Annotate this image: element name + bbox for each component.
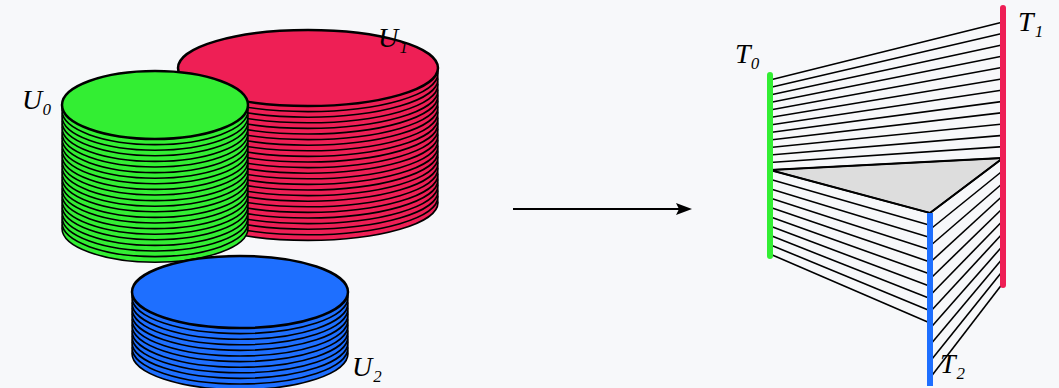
disc (62, 71, 248, 139)
edge-line (770, 179, 930, 225)
label: U₁ (378, 24, 408, 52)
edge-line (770, 79, 1003, 118)
t2-line (927, 213, 933, 386)
edge-line (770, 124, 1003, 148)
edge-line (770, 90, 1003, 125)
label: U₂ (352, 353, 382, 381)
edge-line (930, 258, 1003, 345)
edge-line (770, 198, 930, 250)
edge-line (930, 196, 1003, 263)
edge-line (930, 271, 1003, 362)
triangle (770, 158, 1003, 213)
edge-line (770, 245, 930, 311)
edge-line (770, 158, 1003, 170)
edge-line (930, 171, 1003, 230)
blue-stack (132, 256, 348, 388)
edge-line (770, 135, 1003, 155)
nerve-complex (770, 8, 1003, 386)
t1-line (1000, 8, 1006, 285)
label: T₂ (940, 350, 965, 378)
edge-line (930, 233, 1003, 312)
map-arrow (513, 203, 692, 215)
label: U₀ (22, 86, 52, 114)
green-stack (62, 71, 248, 262)
disc (132, 256, 348, 328)
edge-line (770, 254, 930, 323)
t0-line (767, 75, 773, 256)
label: T₀ (735, 40, 760, 68)
label: T₁ (1018, 8, 1043, 36)
edge-line (930, 183, 1003, 246)
edge-line (770, 45, 1003, 95)
edge-line (930, 208, 1003, 279)
edge-line (770, 67, 1003, 110)
edge-line (930, 283, 1003, 378)
edge-line (770, 189, 930, 238)
disc-stacks (62, 30, 438, 388)
edge-line (770, 22, 1003, 80)
